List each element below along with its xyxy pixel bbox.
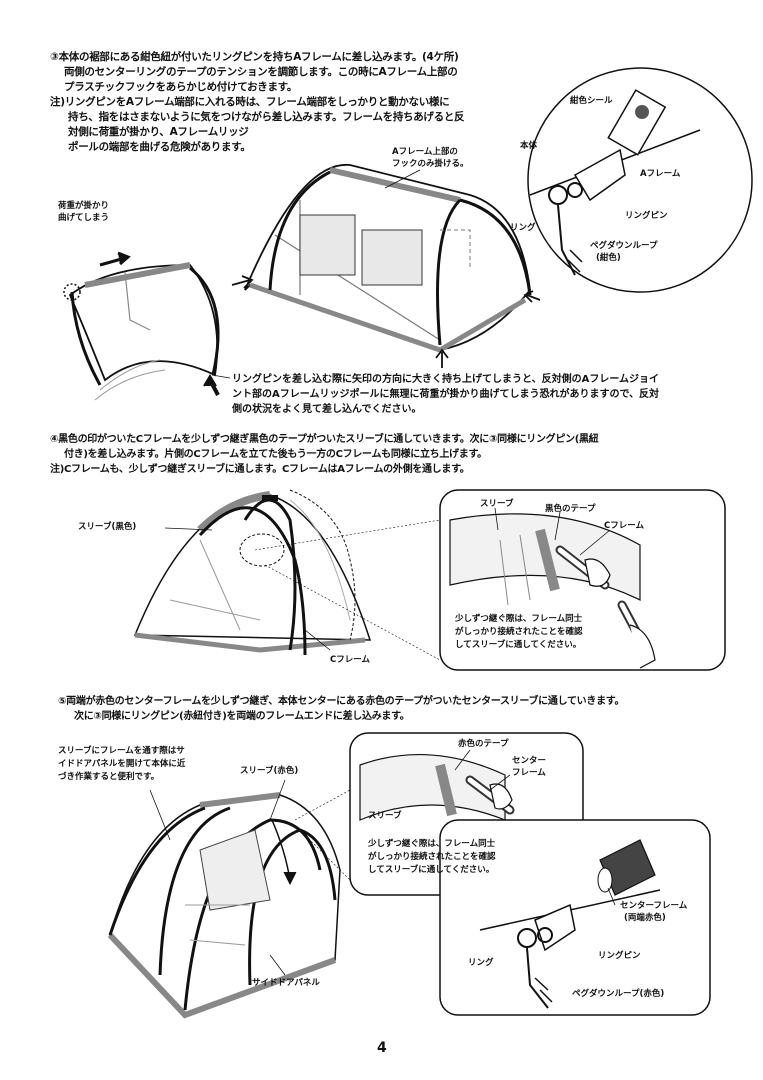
- step5-side-note: スリーブにフレームを通す際はサ イドドアパネルを開けて本体に近 づき作業すると便…: [58, 746, 186, 782]
- label-pegdown-red: ペグダウンループ(赤色): [572, 989, 665, 999]
- label-red-tape: 赤色のテープ: [458, 739, 509, 749]
- step4-instruction: ④黒色の印がついたCフレームを少しずつ継ぎ黒色のテープがついたスリーブに通してい…: [50, 434, 599, 475]
- label-sleeve-red: スリーブ(赤色): [240, 766, 299, 776]
- label-body: 本体: [520, 141, 538, 151]
- step5-instruction: ⑤両端が赤色のセンターフレームを少しずつ継ぎ、本体センターにある赤色のテープがつ…: [58, 696, 625, 722]
- label-navy-seal: 紺色シール: [570, 96, 613, 106]
- label-sleeve-detail-5: スリーブ: [368, 811, 402, 821]
- label-side-door-panel: サイドドアパネル: [252, 978, 320, 988]
- label-sleeve-black: スリーブ(黒色): [78, 522, 137, 532]
- label-a-frame: Aフレーム: [640, 169, 681, 179]
- label-center-frame-red: センターフレーム (両端赤色): [620, 901, 688, 923]
- step3-caution: 注)リングピンをAフレーム端部に入れる時は、フレーム端部をしっかりと動かない様に…: [50, 96, 465, 153]
- label-load-bending: 荷重が掛かり 曲げてしまう: [58, 201, 110, 223]
- label-ring-5: リング: [468, 958, 494, 968]
- page-number: 4: [377, 1040, 387, 1056]
- label-c-frame-detail: Cフレーム: [604, 521, 644, 531]
- label-sleeve-detail: スリーブ: [480, 499, 514, 509]
- label-center-frame-detail: センター フレーム: [512, 756, 547, 778]
- step3-warning: リングピンを差し込む際に矢印の方向に大きく持ち上げてしまうと、反対側のAフレーム…: [232, 374, 660, 415]
- step4-detail-note: 少しずつ継ぐ際は、フレーム同士 がしっかり接続されたことを確認 してスリーブに通…: [455, 614, 583, 650]
- step5-detail-note: 少しずつ継ぐ際は、フレーム同士 がしっかり接続されたことを確認 してスリーブに通…: [368, 839, 496, 875]
- step3-instruction: ③本体の裾部にある紺色紐が付いたリングピンを持ちAフレームに差し込みます。(4ケ…: [50, 51, 459, 93]
- label-hook-note: Aフレーム上部の フックのみ掛ける。: [392, 147, 469, 169]
- label-ring: リング: [510, 223, 536, 233]
- label-pegdown-loop: ペグダウンループ (紺色): [590, 241, 658, 263]
- label-c-frame: Cフレーム: [330, 655, 370, 665]
- label-black-tape: 黒色のテープ: [545, 504, 596, 514]
- label-ring-pin: リングピン: [625, 211, 668, 221]
- label-ring-pin-5: リングピン: [598, 951, 641, 961]
